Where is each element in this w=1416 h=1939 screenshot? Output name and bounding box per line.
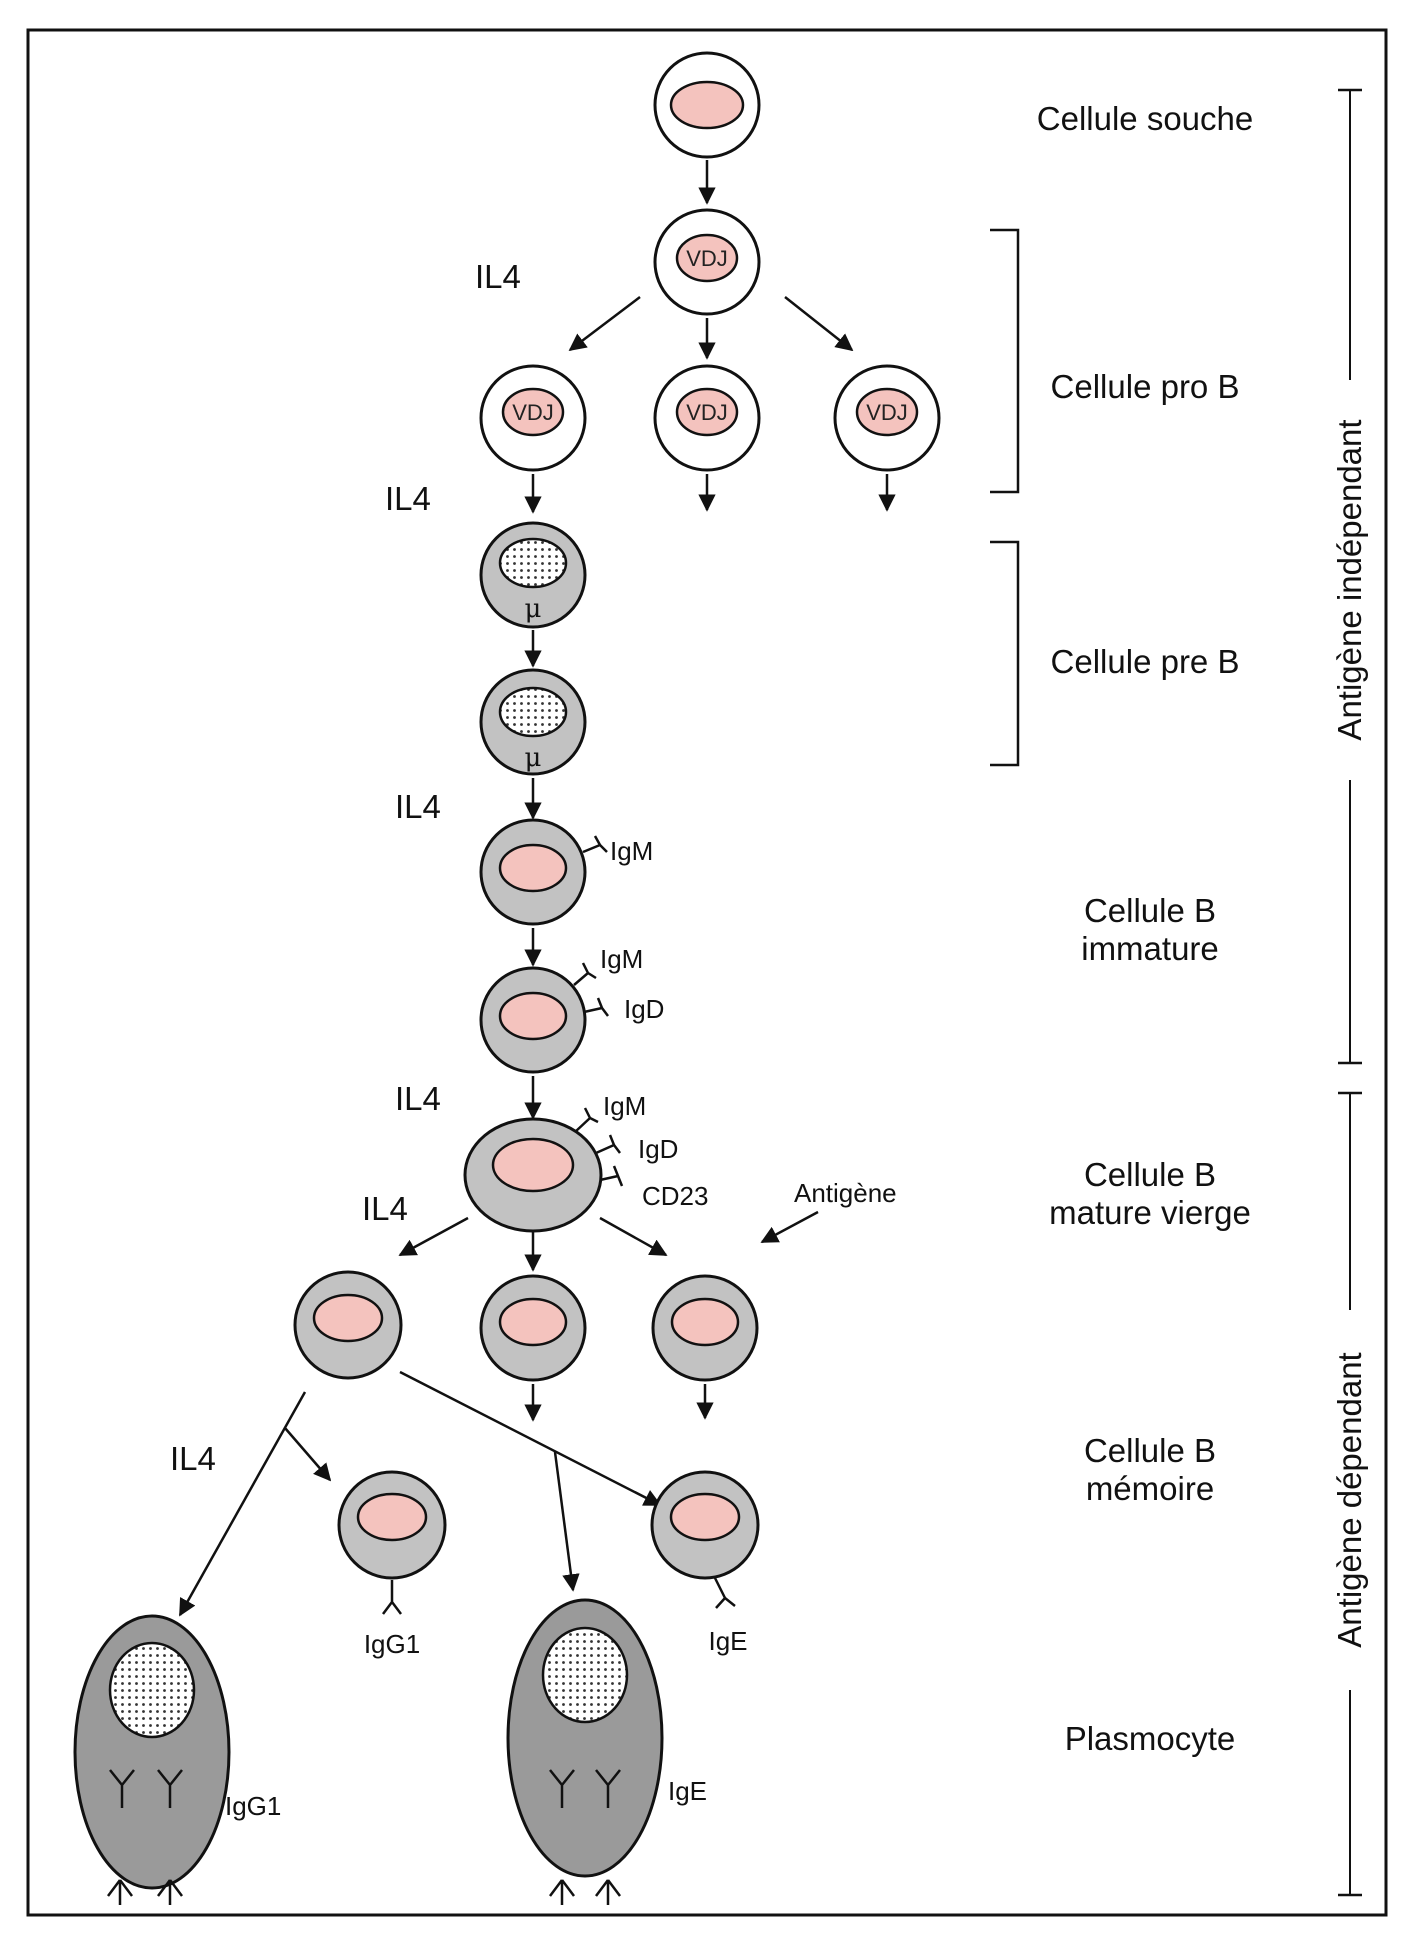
igg1-antibody-icon-inner-1 (109, 1769, 135, 1808)
stem-cell (653, 51, 761, 159)
ige-label-plasma: IgE (668, 1776, 707, 1806)
il4-label-3: IL4 (395, 788, 441, 825)
phase-axis-independent: Antigène indépendant (1331, 88, 1368, 1065)
igg1-receptor-icon (382, 1580, 402, 1615)
pro-b-cell-top: VDJ (653, 208, 761, 316)
igg1-label-plasma: IgG1 (225, 1791, 281, 1821)
il4-label-2: IL4 (385, 480, 431, 517)
cd23-label: CD23 (642, 1181, 708, 1211)
vdj-label-right: VDJ (866, 400, 908, 425)
igd-label-1: IgD (624, 994, 664, 1024)
memory-b-cell-ige (650, 1470, 760, 1609)
stage-label-stem: Cellule souche (1037, 100, 1253, 137)
vdj-label-left: VDJ (512, 400, 554, 425)
pre-b-cell-2: μ (479, 668, 587, 776)
igg1-antibody-icon-inner-2 (157, 1769, 183, 1808)
stage-label-memory-line2: mémoire (1086, 1470, 1214, 1507)
stage-label-pre-b: Cellule pre B (1051, 643, 1240, 680)
igm-receptor-icon-3 (574, 1107, 599, 1133)
activated-b-cell-middle (479, 1274, 587, 1382)
stage-label-pro-b: Cellule pro B (1051, 368, 1240, 405)
vdj-label-top: VDJ (686, 246, 728, 271)
igd-receptor-icon-2 (595, 1134, 621, 1155)
igg1-label-memory: IgG1 (364, 1629, 420, 1659)
igm-label-2: IgM (600, 944, 643, 974)
stage-label-immature-line1: Cellule B (1084, 892, 1216, 929)
ige-antibody-icon-inner-1 (549, 1769, 575, 1808)
igg1-antibody-icon-secreted-1 (107, 1879, 133, 1905)
pre-b-cell-1: μ (479, 521, 587, 629)
ige-antibody-icon-secreted-1 (549, 1879, 575, 1905)
il4-label-4: IL4 (395, 1080, 441, 1117)
il4-label-6: IL4 (170, 1440, 216, 1477)
stage-label-mature-line1: Cellule B (1084, 1156, 1216, 1193)
mu-label-2: μ (525, 743, 542, 773)
stage-label-plasma: Plasmocyte (1065, 1720, 1236, 1757)
igm-label-1: IgM (610, 836, 653, 866)
arrow-to-ige-plasma (553, 1451, 580, 1592)
activated-b-cell-left (293, 1270, 403, 1380)
stage-label-memory-line1: Cellule B (1084, 1432, 1216, 1469)
outer-frame (26, 28, 1388, 1917)
memory-b-cell-igg1 (337, 1470, 447, 1615)
arrow-to-ige-memory (399, 1370, 662, 1507)
igd-label-2: IgD (638, 1134, 678, 1164)
il4-label-5: IL4 (362, 1190, 408, 1227)
igg1-antibody-icon-secreted-2 (157, 1879, 183, 1905)
pro-b-cell-left: VDJ (479, 364, 587, 472)
pro-b-cell-right: VDJ (833, 364, 941, 472)
pro-b-cell-middle: VDJ (653, 364, 761, 472)
arrow-mature-right (599, 1216, 668, 1257)
arrow-pro-right (784, 296, 854, 352)
ige-label-memory: IgE (708, 1626, 747, 1656)
il4-label-1: IL4 (475, 258, 521, 295)
arrow-to-igg1-memory (284, 1427, 332, 1482)
cd23-receptor-icon (599, 1165, 624, 1187)
phase-label-dependent: Antigène dépendant (1331, 1352, 1368, 1647)
antigen-label: Antigène (794, 1178, 897, 1208)
igd-receptor-icon (583, 997, 609, 1017)
arrow-to-igg1-plasma (178, 1391, 307, 1617)
mature-naive-b-cell (463, 1107, 624, 1233)
plasma-cell-igg1 (73, 1614, 231, 1890)
ige-antibody-icon-secreted-2 (595, 1879, 621, 1905)
phase-label-independent: Antigène indépendant (1331, 419, 1368, 740)
igm-label-3: IgM (603, 1091, 646, 1121)
arrow-antigen (760, 1210, 819, 1244)
immature-b-cell-2 (479, 962, 609, 1074)
stage-label-mature-line2: mature vierge (1049, 1194, 1251, 1231)
igm-receptor-icon (582, 835, 608, 854)
arrow-pro-left (568, 296, 641, 352)
igm-receptor-icon-2 (573, 962, 597, 986)
plasma-cell-ige (506, 1598, 664, 1878)
ige-receptor-icon (713, 1577, 736, 1609)
vdj-label-middle: VDJ (686, 400, 728, 425)
activated-b-cell-right (651, 1274, 759, 1382)
stage-label-immature-line2: immature (1081, 930, 1219, 967)
ige-antibody-icon-inner-2 (595, 1769, 621, 1808)
phase-axis-dependent: Antigène dépendant (1331, 1091, 1368, 1897)
mu-label-1: μ (525, 594, 542, 624)
pro-b-bracket (990, 228, 1020, 494)
pre-b-bracket (990, 540, 1020, 767)
arrow-mature-left (398, 1216, 469, 1257)
immature-b-cell-1 (479, 818, 608, 926)
